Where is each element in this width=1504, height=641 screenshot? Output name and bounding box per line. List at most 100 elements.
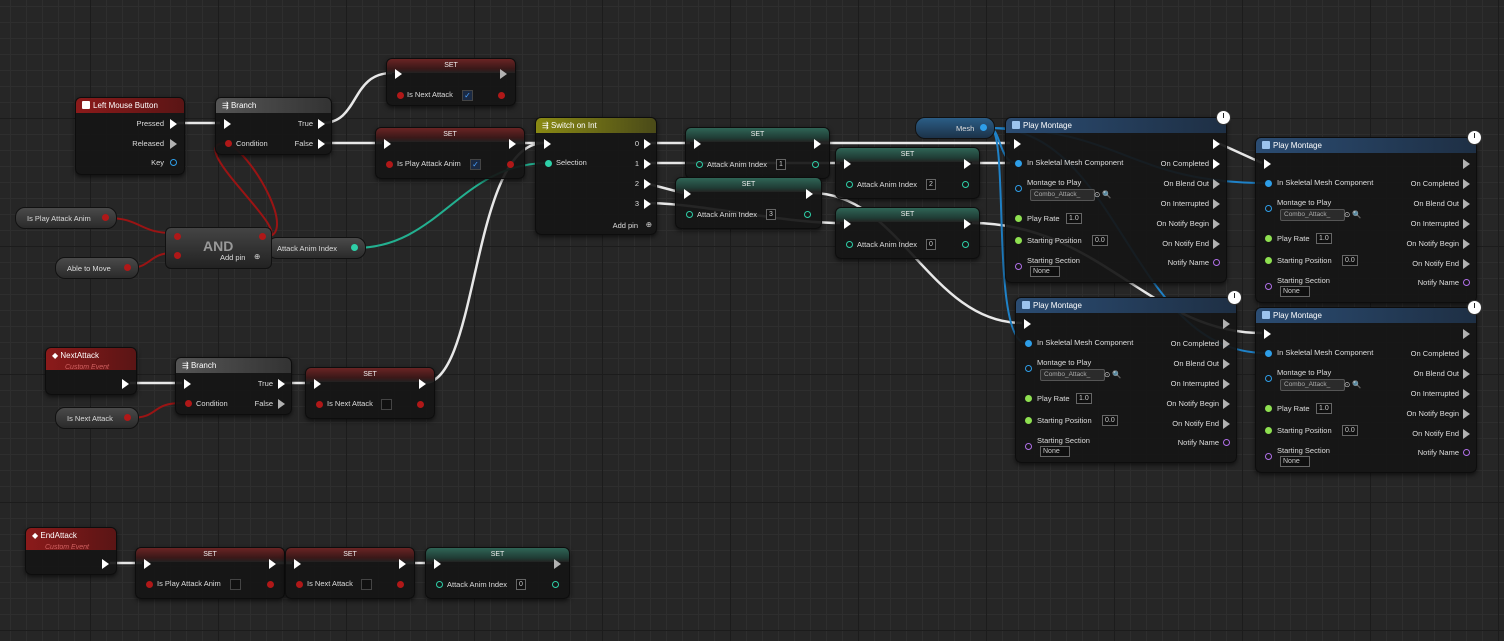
int-out-pin[interactable] xyxy=(812,161,819,168)
able-to-move-getter[interactable]: Able to Move xyxy=(55,257,139,279)
start-pos-pin[interactable] xyxy=(1265,257,1272,264)
start-section-field[interactable]: None xyxy=(1040,446,1070,457)
int-in-pin[interactable] xyxy=(436,581,443,588)
set-attack-anim-index-node[interactable]: SET Attack Anim Index 3 xyxy=(675,177,822,229)
exec-out-pin[interactable] xyxy=(1223,319,1230,329)
play-rate-pin[interactable] xyxy=(1025,395,1032,402)
start-section-pin[interactable] xyxy=(1025,443,1032,450)
int-out-pin[interactable] xyxy=(552,581,559,588)
mesh-in-pin[interactable] xyxy=(1265,350,1272,357)
exec-out-pin[interactable] xyxy=(1463,259,1470,269)
montage-in-pin[interactable] xyxy=(1025,365,1032,372)
start-section-pin[interactable] xyxy=(1265,453,1272,460)
bool-in-pin[interactable] xyxy=(146,581,153,588)
add-pin-icon[interactable]: ⊕ xyxy=(254,252,261,261)
add-pin-icon[interactable]: ⊕ xyxy=(645,220,652,229)
value-field[interactable]: 0 xyxy=(926,239,936,250)
value-checkbox[interactable] xyxy=(381,399,392,410)
exec-out-pin[interactable] xyxy=(1463,239,1470,249)
bool-in-pin[interactable] xyxy=(296,581,303,588)
exec-out-pin[interactable] xyxy=(1213,139,1220,149)
value-field[interactable]: 0 xyxy=(516,579,526,590)
exec-out-pin[interactable] xyxy=(1463,179,1470,189)
play-rate-pin[interactable] xyxy=(1265,235,1272,242)
exec-out-pin[interactable] xyxy=(102,559,109,569)
exec-out-pin[interactable] xyxy=(1223,419,1230,429)
montage-in-pin[interactable] xyxy=(1265,205,1272,212)
exec-out-pin[interactable] xyxy=(814,139,821,149)
exec-in-pin[interactable] xyxy=(694,139,701,149)
value-field[interactable]: 3 xyxy=(766,209,776,220)
set-attack-anim-index-node[interactable]: SET Attack Anim Index 2 xyxy=(835,147,980,199)
start-pos-field[interactable]: 0.0 xyxy=(1092,235,1108,246)
bool-in-pin[interactable] xyxy=(386,161,393,168)
set-is-next-attack-node[interactable]: SET Is Next Attack xyxy=(305,367,435,419)
start-pos-field[interactable]: 0.0 xyxy=(1102,415,1118,426)
selection-pin[interactable] xyxy=(545,160,552,167)
start-section-pin[interactable] xyxy=(1265,283,1272,290)
exec-in-pin[interactable] xyxy=(844,219,851,229)
bool-out-pin[interactable] xyxy=(417,401,424,408)
start-section-field[interactable]: None xyxy=(1030,266,1060,277)
int-out-pin[interactable] xyxy=(962,241,969,248)
set-is-next-attack-node[interactable]: SET Is Next Attack ✓ xyxy=(386,58,516,106)
bool-out-pin[interactable] xyxy=(259,233,266,240)
object-out-pin[interactable] xyxy=(980,124,987,131)
branch-node[interactable]: ⇶ Branch Condition True False xyxy=(215,97,332,155)
bool-in-pin[interactable] xyxy=(316,401,323,408)
exec-out-pin[interactable] xyxy=(269,559,276,569)
exec-out-pin[interactable] xyxy=(1213,199,1220,209)
and-node[interactable]: AND Add pin ⊕ xyxy=(165,227,272,269)
switch-on-int-node[interactable]: ⇶ Switch on Int Selection 0 1 2 3 Add pi… xyxy=(535,117,657,235)
bool-in-pin[interactable] xyxy=(174,233,181,240)
montage-in-pin[interactable] xyxy=(1265,375,1272,382)
is-next-attack-getter[interactable]: Is Next Attack xyxy=(55,407,139,429)
exec-out-pin[interactable] xyxy=(318,119,325,129)
exec-out-pin[interactable] xyxy=(1463,409,1470,419)
play-montage-node[interactable]: Play Montage In Skeletal Mesh Component … xyxy=(1255,137,1477,303)
left-mouse-button-node[interactable]: Left Mouse Button Pressed Released Key xyxy=(75,97,185,175)
exec-out-pin[interactable] xyxy=(1223,359,1230,369)
montage-combo[interactable]: Combo_Attack_ xyxy=(1280,379,1345,391)
bool-out-pin[interactable] xyxy=(124,414,131,421)
exec-out-pin[interactable] xyxy=(318,139,325,149)
value-checkbox[interactable]: ✓ xyxy=(462,90,473,101)
start-section-field[interactable]: None xyxy=(1280,456,1310,467)
exec-out-pin[interactable] xyxy=(399,559,406,569)
exec-out-pin[interactable] xyxy=(1213,219,1220,229)
add-pin-button[interactable]: Add pin xyxy=(612,221,638,230)
exec-in-pin[interactable] xyxy=(384,139,391,149)
set-is-play-attack-anim-node[interactable]: SET Is Play Attack Anim ✓ xyxy=(375,127,525,179)
mesh-in-pin[interactable] xyxy=(1265,180,1272,187)
exec-out-pin[interactable] xyxy=(500,69,507,79)
exec-in-pin[interactable] xyxy=(1264,329,1271,339)
notify-name-pin[interactable] xyxy=(1223,439,1230,446)
exec-out-pin[interactable] xyxy=(278,379,285,389)
exec-out-pin[interactable] xyxy=(170,119,177,129)
exec-out-pin[interactable] xyxy=(509,139,516,149)
play-montage-node[interactable]: Play Montage In Skeletal Mesh Component … xyxy=(1015,297,1237,463)
start-section-field[interactable]: None xyxy=(1280,286,1310,297)
exec-in-pin[interactable] xyxy=(1024,319,1031,329)
play-rate-field[interactable]: 1.0 xyxy=(1316,403,1332,414)
mesh-in-pin[interactable] xyxy=(1025,340,1032,347)
int-in-pin[interactable] xyxy=(696,161,703,168)
mesh-in-pin[interactable] xyxy=(1015,160,1022,167)
exec-in-pin[interactable] xyxy=(224,119,231,129)
key-pin[interactable] xyxy=(170,159,177,166)
value-checkbox[interactable] xyxy=(230,579,241,590)
play-rate-field[interactable]: 1.0 xyxy=(1316,233,1332,244)
exec-out-pin[interactable] xyxy=(1463,389,1470,399)
value-checkbox[interactable]: ✓ xyxy=(470,159,481,170)
attack-anim-index-getter[interactable]: Attack Anim Index xyxy=(267,237,366,259)
add-pin-button[interactable]: Add pin xyxy=(220,253,246,262)
exec-out-pin[interactable] xyxy=(1223,339,1230,349)
start-section-pin[interactable] xyxy=(1015,263,1022,270)
notify-name-pin[interactable] xyxy=(1463,449,1470,456)
play-rate-field[interactable]: 1.0 xyxy=(1076,393,1092,404)
exec-in-pin[interactable] xyxy=(1014,139,1021,149)
bool-in-pin[interactable] xyxy=(397,92,404,99)
exec-out-pin[interactable] xyxy=(1223,399,1230,409)
exec-out-pin[interactable] xyxy=(1213,159,1220,169)
combo-arrow-icon[interactable]: ⊙ 🔍 xyxy=(1344,210,1362,219)
